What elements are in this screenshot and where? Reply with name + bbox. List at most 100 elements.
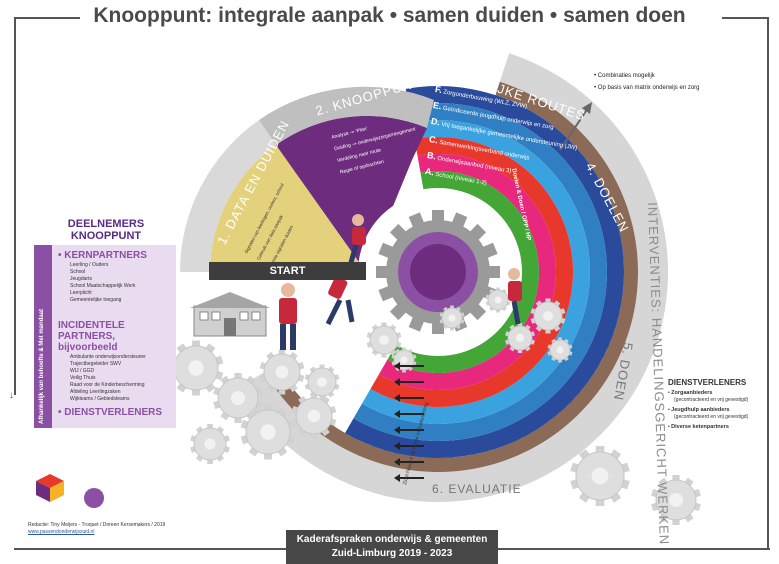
- grey-gear-hub: [494, 296, 502, 304]
- grey-gear-tooth: [319, 393, 325, 400]
- bottom-banner: Kaderafspraken onderwijs & gemeenten Zui…: [286, 530, 498, 564]
- kernpartners-title: • KERNPARTNERS: [58, 250, 147, 261]
- gear-tooth: [432, 320, 444, 334]
- credits-text: Redactie: Tiny Meijers - Troquet / Doree…: [28, 522, 166, 528]
- grey-gear-tooth: [234, 373, 242, 381]
- credits-link[interactable]: www.passendonderwijszuid.nl: [28, 529, 95, 535]
- gear-tooth: [408, 212, 426, 230]
- dienstverlener-item: • Zorgaanbieders(gecontracteerd en vrij …: [668, 390, 749, 403]
- incidentele-section: INCIDENTELE PARTNERS, bijvoorbeeld Ambul…: [58, 320, 174, 403]
- participants-side-label: Afhankelijk van behoefte & Met mandaat: [39, 308, 45, 424]
- grey-gear-tooth: [278, 349, 286, 357]
- grey-gear-tooth: [595, 446, 605, 456]
- logo-passend-onderwijs: [36, 474, 64, 502]
- person-figure-student: [279, 283, 297, 350]
- grey-gear-hub: [275, 365, 289, 379]
- routes-arrow-head: [582, 102, 592, 114]
- evaluation-arrow-head: [394, 362, 400, 370]
- grey-gear-tooth: [310, 431, 318, 439]
- gear-tooth: [467, 223, 487, 243]
- dienstverleners-panel-item: • DIENSTVERLENERS: [58, 407, 163, 418]
- gear-tooth: [480, 242, 498, 260]
- grey-gear-hub: [317, 377, 327, 387]
- grey-gear-tooth: [672, 475, 680, 483]
- gear-tooth: [486, 266, 500, 278]
- evaluation-arrow-head: [394, 442, 400, 450]
- frame-left-arrow: ↓: [9, 390, 14, 401]
- grey-gear-tooth: [672, 517, 680, 525]
- dienstverleners-title: DIENSTVERLENERS: [668, 378, 747, 387]
- routes-arrow: [559, 107, 589, 151]
- evaluation-arrow-head: [394, 394, 400, 402]
- incidentele-item: WIJ / GGD: [70, 368, 95, 374]
- page-title: Knooppunt: integrale aanpak • samen duid…: [93, 4, 686, 27]
- grey-gear-tooth: [517, 323, 523, 328]
- grey-gear-tooth: [264, 404, 272, 414]
- grey-gear-hub: [379, 335, 389, 345]
- grey-gear-hub: [669, 493, 683, 507]
- incidentele-item: Afdeling Leerlingzaken: [70, 389, 121, 395]
- grey-gear-tooth: [207, 457, 213, 464]
- gear-tooth: [378, 242, 396, 260]
- incidentele-item: Raad voor de Kinderbescherming: [70, 382, 145, 388]
- grey-gear-tooth: [234, 415, 242, 423]
- grey-gear-hub: [307, 409, 321, 423]
- segment-knooppunt-outer: [259, 86, 434, 145]
- grey-gear-tooth: [381, 322, 387, 329]
- banner-line-2: Zuid-Limburg 2019 - 2023: [331, 548, 453, 559]
- grey-gear-hub: [591, 467, 609, 485]
- grey-gear-tooth: [192, 386, 200, 396]
- kernpartner-item: Leerling / Ouders: [70, 262, 109, 268]
- grey-gear-hub: [448, 314, 456, 322]
- gear-tooth: [408, 314, 426, 332]
- grey-gear-tooth: [545, 298, 551, 305]
- grey-gear-tooth: [192, 340, 200, 350]
- grey-gear-hub: [188, 360, 204, 376]
- frame-bottom: [14, 548, 286, 550]
- grey-gear-tooth: [517, 348, 523, 353]
- gear-tooth: [467, 301, 487, 321]
- credits: Redactie: Tiny Meijers - Troquet / Doree…: [28, 522, 165, 536]
- gear-tooth: [389, 223, 409, 243]
- logo-second: [84, 488, 104, 508]
- grey-gear-tooth: [595, 496, 605, 506]
- kernpartner-item: Jeugdarts: [70, 276, 92, 282]
- start-button[interactable]: START: [209, 262, 366, 280]
- grey-gear-hub: [260, 424, 276, 440]
- grey-gear-tooth: [207, 424, 213, 431]
- participants-side-bar: [34, 245, 52, 428]
- grey-gear-hub: [515, 333, 525, 343]
- evaluation-arrow-head: [394, 474, 400, 482]
- dienstverlener-item: • Diverse ketenpartners: [668, 424, 729, 430]
- grey-gear-hub: [400, 356, 408, 364]
- segment-data-outer: [180, 120, 276, 272]
- kernpartner-item: Gemeentelijke toegang: [70, 297, 122, 303]
- dienstverlener-item: • Jeugdhulp aanbieders(gecontracteerd en…: [668, 407, 749, 420]
- participants-heading: DEELNEMERS KNOOPPUNT: [67, 218, 145, 242]
- grey-gear-hub: [543, 311, 553, 321]
- evaluation-arrow-head: [394, 410, 400, 418]
- frame-left: [14, 17, 16, 395]
- school-icon: [190, 292, 270, 337]
- evaluation-arrows: [394, 362, 424, 482]
- banner-line-1: Kaderafspraken onderwijs & gemeenten: [296, 534, 488, 545]
- routes-notes: • Combinaties mogelijk • Op basis van ma…: [594, 70, 700, 94]
- kernpartner-item: Leerplicht: [70, 290, 92, 296]
- incidentele-title: INCIDENTELE PARTNERS, bijvoorbeeld: [58, 320, 125, 353]
- kernpartner-item: School: [70, 269, 86, 275]
- person-figure-pusher: [347, 214, 366, 267]
- frame-top-right: [722, 17, 767, 19]
- evaluation-arrow-head: [394, 426, 400, 434]
- grey-gear-tooth: [381, 351, 387, 358]
- gear-tooth: [450, 212, 468, 230]
- gear-tooth: [376, 266, 390, 278]
- person-figure-right: [508, 268, 522, 325]
- gear-tooth: [389, 301, 409, 321]
- grey-gear-hub: [231, 391, 245, 405]
- grey-gears: [168, 287, 701, 525]
- participants-panel: [34, 245, 176, 428]
- grey-gear-tooth: [319, 364, 325, 371]
- incidentele-item: Wijkteams / Gebiedsteams: [70, 396, 130, 402]
- segment-data-en-duiden: [210, 145, 366, 272]
